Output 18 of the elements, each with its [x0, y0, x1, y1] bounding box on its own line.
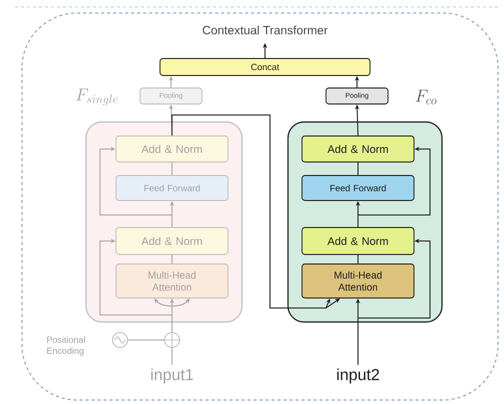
feed-forward-box: Feed Forward [116, 175, 228, 201]
input-label: input2 [337, 368, 379, 384]
feed-forward-box: Feed Forward [302, 175, 414, 201]
add-norm-box: Add & Norm [116, 227, 228, 255]
add-norm-box: Add & Norm [116, 136, 228, 162]
sine-circle [112, 332, 128, 348]
branch-label: $F_{co}$ [416, 90, 436, 104]
add-norm-box: Add & Norm [302, 136, 414, 162]
attention-box: Multi-Head Attention [116, 264, 228, 298]
plus-circle [164, 332, 180, 348]
attention-box: Multi-Head Attention [302, 264, 414, 298]
input-label: input1 [151, 368, 193, 384]
add-norm-box: Add & Norm [302, 227, 414, 255]
concat-box: Concat [160, 58, 370, 76]
side-label: Positional Encoding [47, 336, 85, 356]
title: Contextual Transformer [202, 26, 328, 34]
arrow [100, 146, 172, 228]
branch-label: $F_{single}$ [76, 88, 118, 106]
